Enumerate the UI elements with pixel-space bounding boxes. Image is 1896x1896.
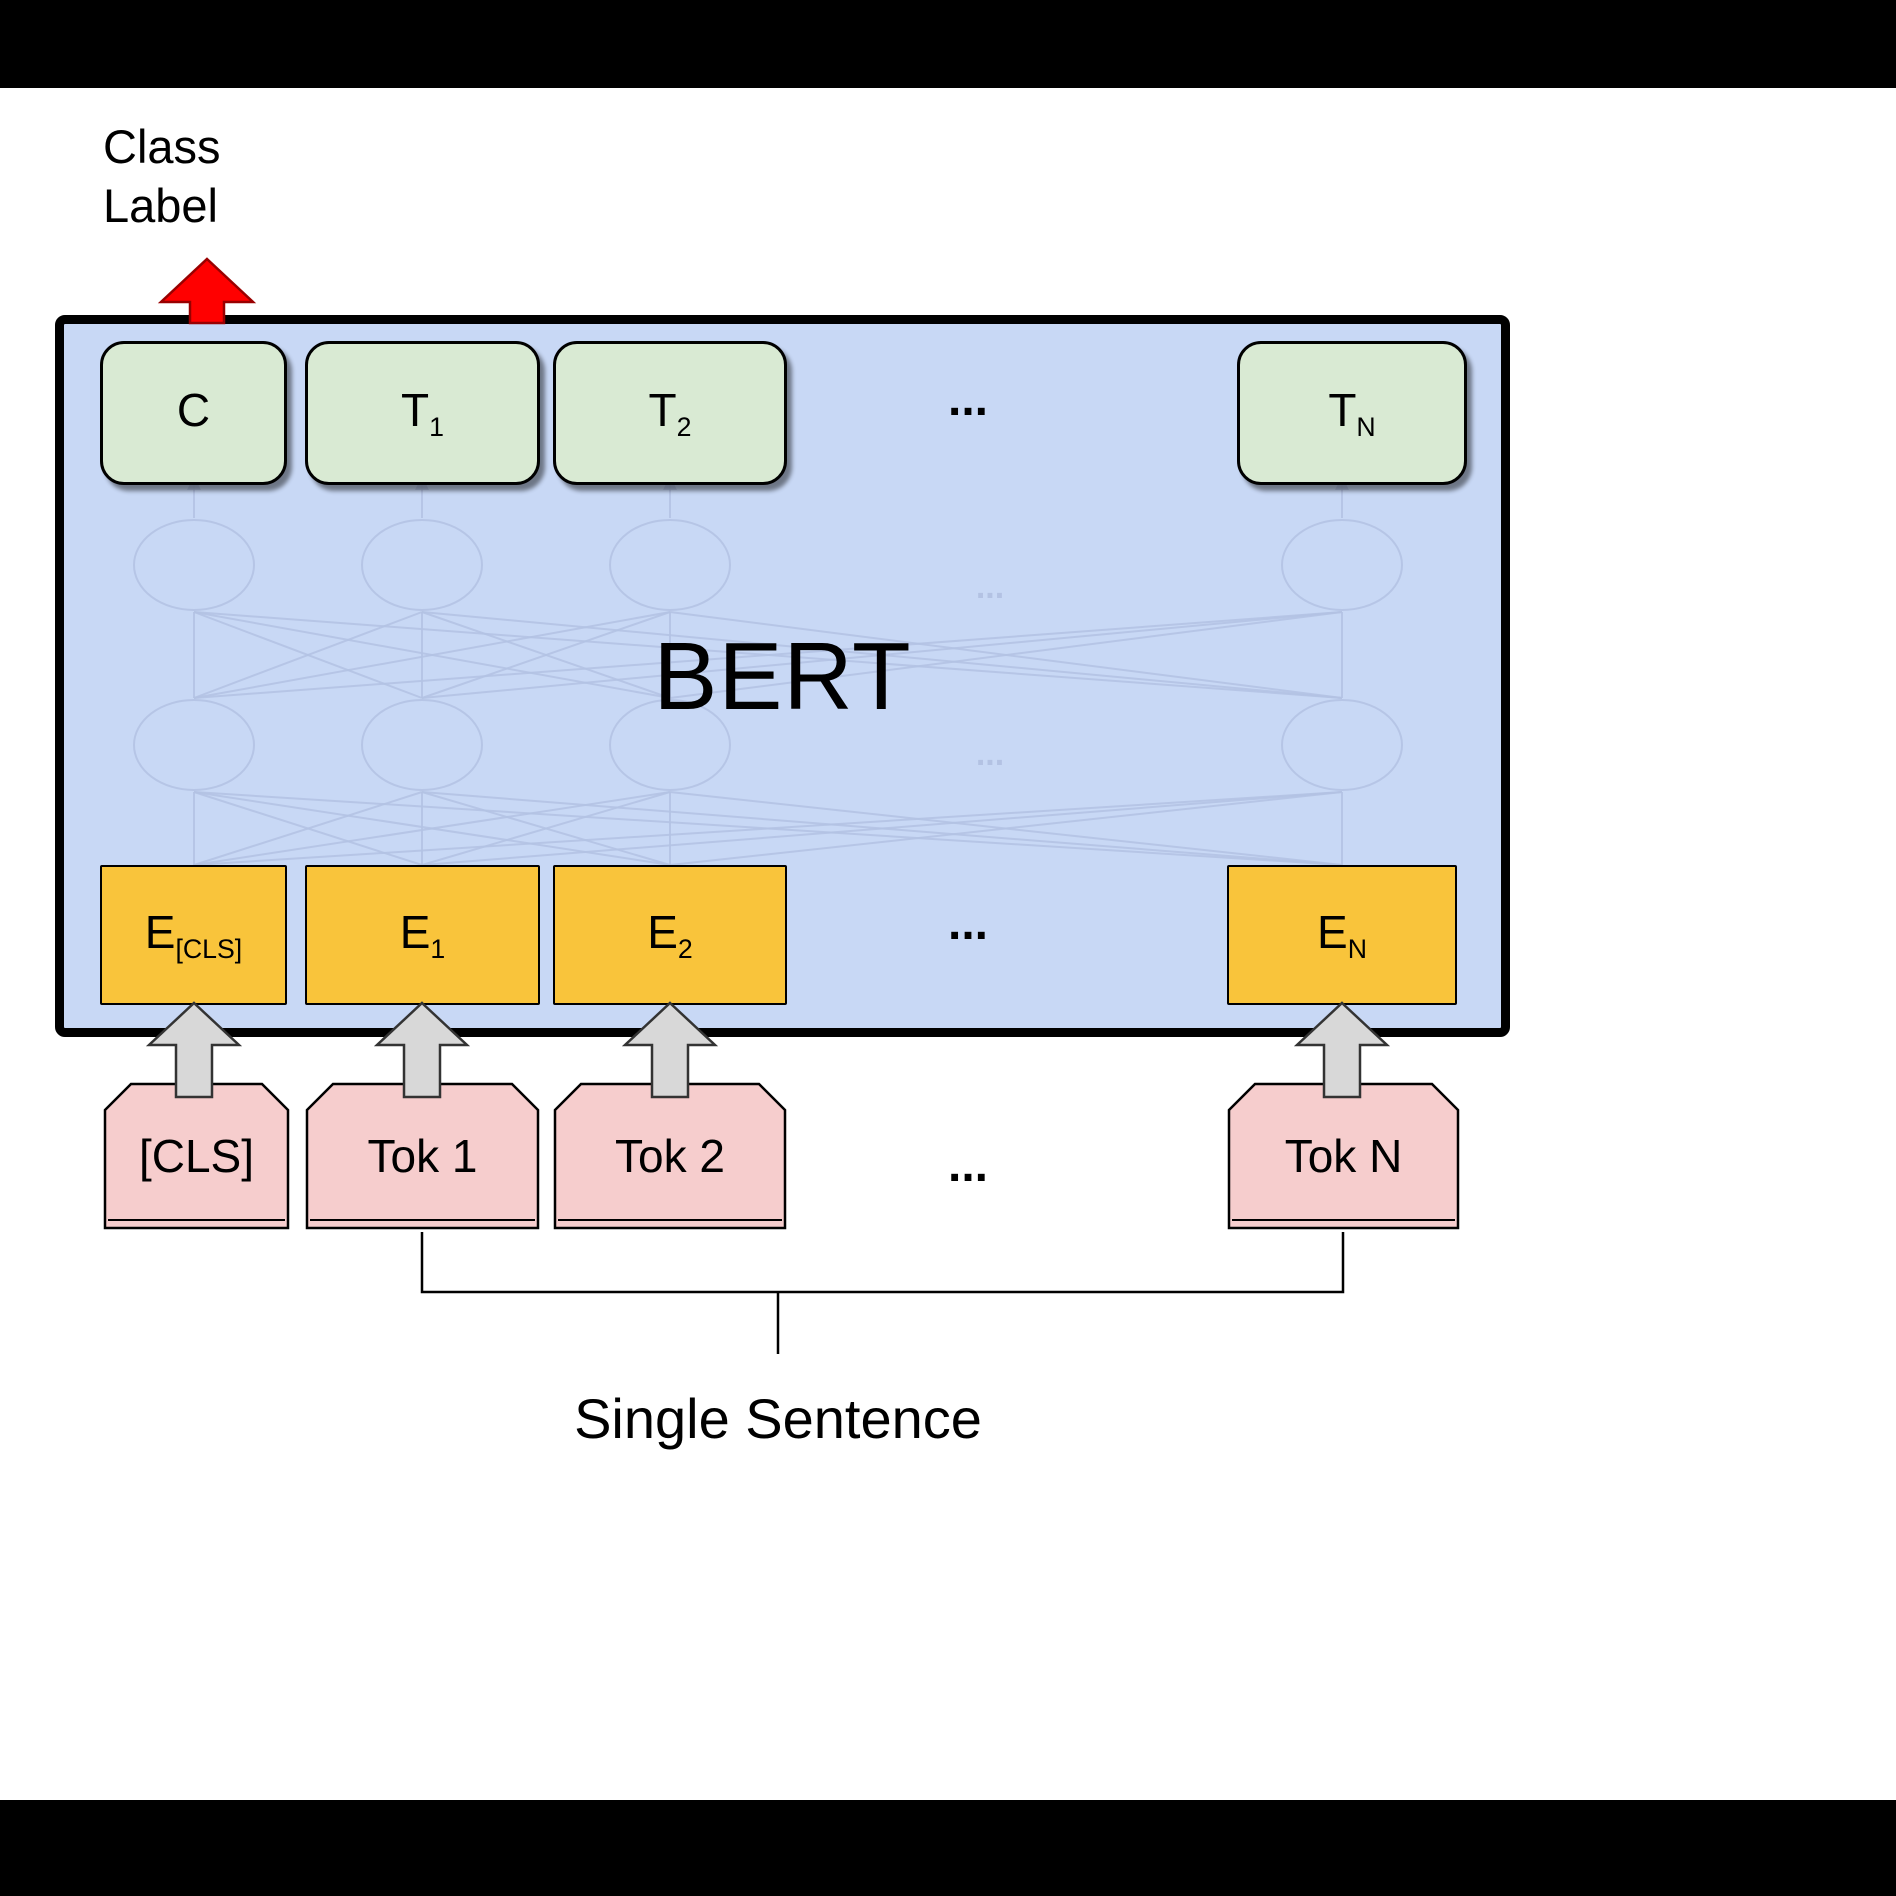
gray-up-arrow-shape	[146, 1001, 242, 1099]
token-plaque-shape	[103, 1082, 290, 1230]
output-base: T	[401, 383, 430, 436]
output-sub: 1	[429, 412, 444, 443]
single-sentence-label: Single Sentence	[574, 1387, 982, 1450]
token-label: [CLS]	[138, 1130, 255, 1182]
class-label-arrow-icon	[157, 257, 257, 325]
embedding-sub: [CLS]	[175, 934, 243, 965]
output-sub: N	[1356, 412, 1376, 443]
gray-up-arrow-shape	[1294, 1001, 1390, 1099]
input-arrow-tokn-icon	[1294, 1001, 1390, 1099]
output-label: T2	[649, 383, 692, 443]
bracket-line	[420, 1232, 1345, 1294]
token-label: Tok 1	[367, 1130, 478, 1182]
input-arrow-tok1-icon	[374, 1001, 470, 1099]
token-shape	[553, 1082, 787, 1230]
embedding-label: E2	[647, 905, 693, 965]
network-ellipsis-top: ...	[975, 568, 1005, 606]
embedding-sub: 2	[677, 934, 693, 965]
output-box-t1: T1	[305, 341, 540, 485]
token-shape	[103, 1082, 290, 1230]
embedding-box-en: EN	[1227, 865, 1457, 1005]
embedding-label: EN	[1317, 905, 1367, 965]
token-plaque-shape	[305, 1082, 540, 1230]
gray-up-arrow-shape	[374, 1001, 470, 1099]
input-arrow-tok2-icon	[622, 1001, 718, 1099]
output-box-t2: T2	[553, 341, 787, 485]
red-up-arrow-shape	[157, 257, 257, 325]
single-sentence-bracket	[420, 1232, 1345, 1354]
letterbox-bottom	[0, 1800, 1896, 1896]
network-ellipsis-bottom: ...	[975, 735, 1005, 773]
output-base: T	[648, 383, 677, 436]
token-box-tokn: Tok N	[1227, 1082, 1460, 1230]
letterbox-top	[0, 0, 1896, 88]
embedding-sub: N	[1347, 934, 1367, 965]
embedding-sub: 1	[430, 934, 446, 965]
output-row-ellipsis: ...	[947, 373, 988, 426]
token-shape	[305, 1082, 540, 1230]
bert-network-svg	[133, 476, 1403, 866]
output-base: C	[176, 383, 211, 436]
output-box-tn: TN	[1237, 341, 1467, 485]
output-box-c: C	[100, 341, 287, 485]
embedding-base: E	[144, 905, 176, 958]
embedding-label: E1	[400, 905, 446, 965]
output-base: T	[1328, 383, 1357, 436]
token-box-tok2: Tok 2	[553, 1082, 787, 1230]
bert-title: BERT	[653, 623, 912, 730]
output-label: T1	[401, 383, 444, 443]
input-arrow-cls-icon	[146, 1001, 242, 1099]
embedding-label: E[CLS]	[145, 905, 242, 965]
output-sub: 2	[676, 412, 692, 443]
embedding-box-e1: E1	[305, 865, 540, 1005]
token-box-cls: [CLS]	[103, 1082, 290, 1230]
token-label: Tok 2	[615, 1130, 725, 1182]
embedding-base: E	[647, 905, 678, 958]
token-plaque-shape	[553, 1082, 787, 1230]
gray-up-arrow-shape	[622, 1001, 718, 1099]
output-label: TN	[1328, 383, 1375, 443]
embedding-box-cls: E[CLS]	[100, 865, 287, 1005]
class-label-text: Class Label	[103, 120, 221, 232]
token-shape	[1227, 1082, 1460, 1230]
output-label: C	[177, 383, 210, 443]
embedding-box-e2: E2	[553, 865, 787, 1005]
token-label: Tok N	[1284, 1130, 1403, 1182]
token-row-ellipsis: ...	[947, 1139, 988, 1192]
embedding-base: E	[1317, 905, 1348, 958]
token-plaque-shape	[1227, 1082, 1460, 1230]
embedding-row-ellipsis: ...	[947, 897, 988, 950]
token-box-tok1: Tok 1	[305, 1082, 540, 1230]
embedding-base: E	[399, 905, 431, 958]
